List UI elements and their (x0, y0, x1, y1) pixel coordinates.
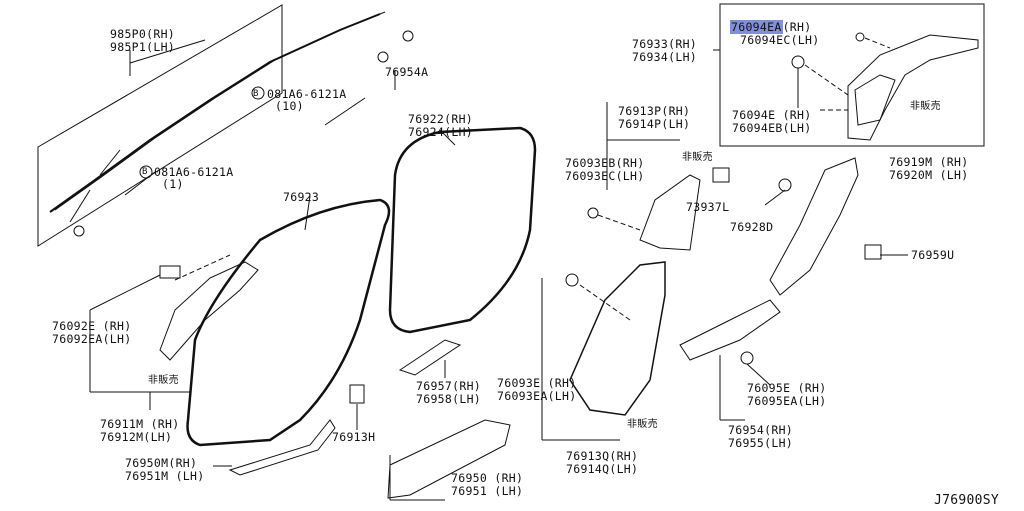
rear-pillar-box (719, 3, 985, 147)
part-76955-label: 76955(LH) (728, 436, 794, 450)
rear-pillar-trim (847, 34, 979, 141)
bolt1-qty-label: (10) (275, 99, 304, 113)
part-76094eb-label: 76094EB(LH) (732, 121, 812, 135)
part-76954a-label: 76954A (385, 65, 429, 79)
part-985p1-label: 985P1(LH) (110, 40, 176, 54)
part-76924-label: 76924(LH) (408, 125, 474, 139)
part-76911m-label: 76911M (RH) (100, 417, 180, 431)
part-76094ea-label: 76094EA(RH) (730, 20, 812, 34)
rear-sill-trim (679, 299, 781, 361)
front-pillar-trim (159, 261, 259, 361)
bolt-76954a-icon (377, 51, 389, 63)
part-76093e-label: 76093E (RH) (497, 376, 577, 390)
part-76922-label: 76922(RH) (408, 112, 474, 126)
clip-76094ea-icon (855, 32, 865, 42)
part-76914q-label: 76914Q(LH) (566, 462, 639, 476)
part-76912m-label: 76912M(LH) (100, 430, 173, 444)
quarter-trim (769, 157, 859, 296)
clip-73937l-icon (712, 167, 730, 183)
part-76934-label: 76934(LH) (632, 50, 698, 64)
clip-76094e-icon (791, 55, 805, 69)
part-76914p-label: 76914P(LH) (618, 117, 691, 131)
airbag-group-box (37, 4, 283, 247)
rear-kick-plate (387, 419, 511, 499)
part-76950-label: 76950 (RH) (451, 471, 524, 485)
part-76959u-label: 76959U (911, 248, 955, 262)
part-76094e-label: 76094E (RH) (732, 108, 812, 122)
part-76094ec-label: 76094EC(LH) (740, 33, 820, 47)
part-76092e-label: 76092E (RH) (52, 319, 132, 333)
part-76951-label: 76951 (LH) (451, 484, 524, 498)
part-76092ea-label: 76092EA(LH) (52, 332, 132, 346)
center-pillar-upper (639, 174, 701, 251)
not-sold-label-rear: 非販売 (910, 101, 941, 112)
part-76095e-label: 76095E (RH) (747, 381, 827, 395)
bolt2-symbol: B (142, 167, 148, 177)
clip-76092e-icon (159, 265, 181, 279)
part-76095ea-label: 76095EA(LH) (747, 394, 827, 408)
door-weatherstrip-front (186, 198, 391, 447)
not-sold-label-center: 非販売 (682, 152, 713, 163)
part-76923-label: 76923 (283, 190, 320, 204)
part-76950m-label: 76950M(RH) (125, 456, 198, 470)
bolt2-qty-label: (1) (162, 177, 184, 191)
part-73937l-label: 73937L (686, 200, 730, 214)
not-sold-label-lower: 非販売 (627, 419, 658, 430)
clip-76093e-icon (565, 273, 579, 287)
part-76093ea-label: 76093EA(LH) (497, 389, 577, 403)
part-76913p-label: 76913P(RH) (618, 104, 691, 118)
clip-76928d-icon (778, 178, 792, 192)
part-76093ec-label: 76093EC(LH) (565, 169, 645, 183)
part-76954-label: 76954(RH) (728, 423, 794, 437)
clip-76959u-icon (864, 244, 882, 260)
clip-76095e-icon (740, 351, 754, 365)
part-76093eb-label: 76093EB(RH) (565, 156, 645, 170)
bolt1-symbol: B (253, 89, 259, 99)
bolt1-label: 081A6-6121A (267, 87, 347, 101)
clip-76913h-icon (349, 384, 365, 404)
part-76913h-label: 76913H (332, 430, 376, 444)
part-76958-label: 76958(LH) (416, 392, 482, 406)
part-76957-label: 76957(RH) (416, 379, 482, 393)
part-76951m-label: 76951M (LH) (125, 469, 205, 483)
diagram-code: J76900SY (934, 493, 1000, 508)
part-76928d-label: 76928D (730, 220, 774, 234)
front-kick-plate (228, 419, 336, 476)
airbag-bolt-icon (73, 225, 85, 237)
part-76919m-label: 76919M (RH) (889, 155, 969, 169)
bolt2-label: 081A6-6121A (154, 165, 234, 179)
not-sold-label-front: 非販売 (148, 375, 179, 386)
part-76920m-label: 76920M (LH) (889, 168, 969, 182)
part-76094ea-highlight[interactable]: 76094EA (730, 20, 783, 34)
clip-76093eb-icon (587, 207, 599, 219)
part-76913q-label: 76913Q(RH) (566, 449, 639, 463)
part-985p0-label: 985P0(RH) (110, 27, 176, 41)
door-weatherstrip-rear (388, 126, 537, 334)
center-pillar-lower (569, 261, 666, 416)
part-76094ea-side: (RH) (782, 20, 812, 34)
part-76933-label: 76933(RH) (632, 37, 698, 51)
bolt-upper-icon (402, 30, 414, 42)
